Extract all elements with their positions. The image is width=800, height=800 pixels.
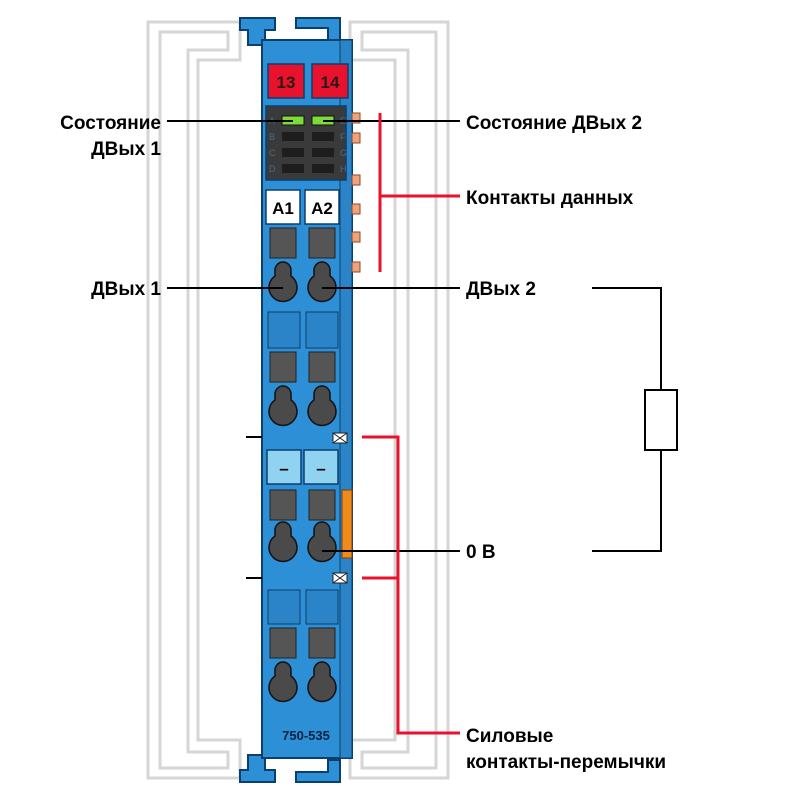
terminal-tag-13: [267, 63, 305, 99]
power-jumper-bar: [341, 489, 353, 559]
release-slot-icon[interactable]: [308, 227, 336, 259]
label-data-contacts: Контакты данных: [466, 188, 634, 209]
label-status-do1-line2: ДВых 1: [91, 139, 161, 160]
led-off: [282, 164, 304, 173]
release-slot-icon[interactable]: [308, 489, 336, 521]
led-letter-d: D: [269, 164, 276, 174]
spring-clamp-icon[interactable]: [307, 261, 337, 303]
potential-tag-2-label: –: [316, 459, 325, 478]
led-letter-f: F: [340, 132, 346, 142]
power-jumper-contact-lower: [332, 572, 348, 584]
io-module: 13 14 A B C D E F G H: [239, 17, 361, 783]
data-contacts-bracket: [378, 113, 460, 272]
power-jumper-contact-upper: [332, 432, 348, 444]
label-power-jumper-line2: контакты-перемычки: [466, 752, 666, 773]
resistor-icon: [644, 389, 678, 451]
terminal-tag-13-label: 13: [277, 73, 296, 92]
led-off: [312, 148, 334, 157]
power-jumper-bracket: [362, 435, 460, 735]
spring-clamp-icon[interactable]: [307, 661, 337, 703]
terminal-row-3: [268, 489, 337, 563]
label-do1: ДВых 1: [91, 279, 161, 300]
label-power-jumper-line1: Силовые: [466, 726, 553, 747]
load-circuit: [592, 287, 678, 552]
release-slot-icon[interactable]: [269, 227, 297, 259]
bottom-latch[interactable]: [239, 754, 276, 783]
terminal-row-1: [268, 227, 337, 303]
label-status-do2: Состояние ДВых 2: [466, 113, 642, 134]
led-letter-b: B: [269, 132, 275, 142]
module-panel: [305, 311, 339, 349]
spring-clamp-icon[interactable]: [268, 521, 298, 563]
led-off: [282, 148, 304, 157]
release-slot-icon[interactable]: [308, 627, 336, 659]
led-off: [312, 164, 334, 173]
spring-clamp-icon[interactable]: [268, 661, 298, 703]
model-number: 750-535: [282, 728, 330, 743]
release-slot-icon[interactable]: [269, 627, 297, 659]
terminal-row-2: [268, 351, 337, 427]
release-slot-icon[interactable]: [308, 351, 336, 383]
label-zero-v: 0 В: [466, 542, 496, 563]
module-panel: [267, 589, 301, 625]
led-off: [282, 132, 304, 141]
channel-label-a1-box: [265, 189, 301, 225]
spring-clamp-icon[interactable]: [268, 261, 298, 303]
release-slot-icon[interactable]: [269, 351, 297, 383]
channel-label-a1: A1: [272, 199, 294, 218]
module-panel: [305, 589, 339, 625]
terminal-row-4: [268, 627, 337, 703]
channel-label-a2-box: [304, 189, 340, 225]
release-slot-icon[interactable]: [269, 489, 297, 521]
led-letter-g: G: [340, 148, 347, 158]
terminal-tag-14-label: 14: [321, 73, 340, 92]
bottom-hook: [295, 759, 341, 783]
led-off: [312, 132, 334, 141]
potential-tag-2: [303, 449, 339, 485]
module-panel: [267, 311, 301, 349]
spring-clamp-icon[interactable]: [307, 385, 337, 427]
potential-tag-1-label: –: [279, 459, 288, 478]
data-contacts: [351, 112, 361, 273]
top-hook: [295, 17, 341, 41]
spring-clamp-icon[interactable]: [268, 385, 298, 427]
potential-tag-1: [266, 449, 302, 485]
terminal-tag-14: [311, 63, 349, 99]
leader-lines: [167, 120, 460, 552]
label-status-do1-line1: Состояние: [60, 113, 161, 134]
led-letter-h: H: [340, 164, 347, 174]
led-letter-c: C: [269, 148, 276, 158]
label-do2: ДВых 2: [466, 279, 536, 300]
channel-label-a2: A2: [311, 199, 333, 218]
